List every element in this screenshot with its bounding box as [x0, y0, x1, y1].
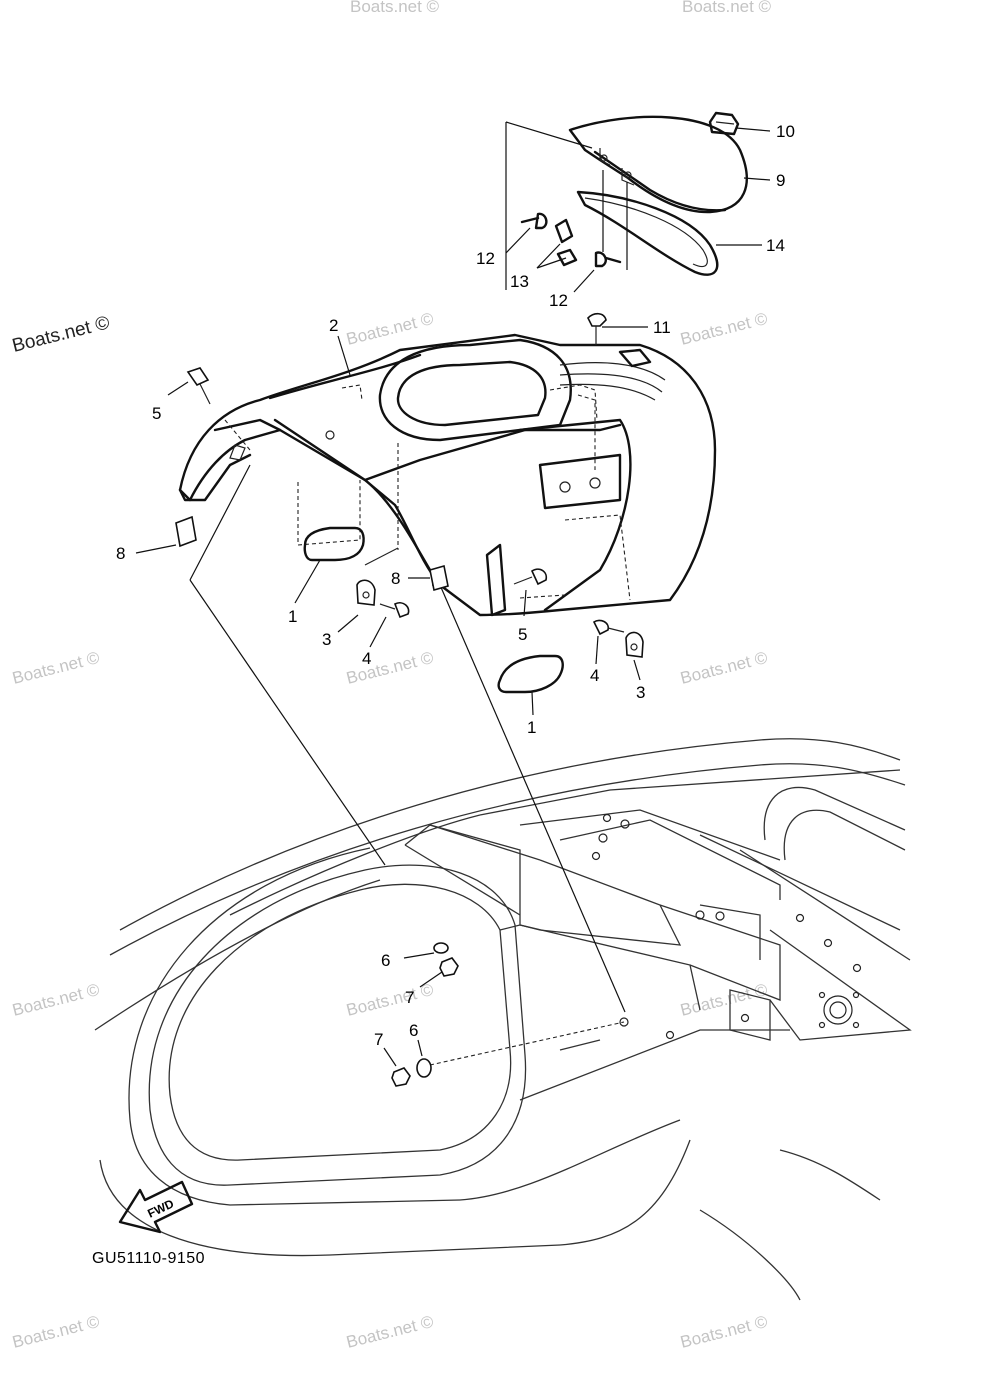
callout-1: 1: [527, 718, 536, 737]
watermark: Boats.net ©: [678, 980, 769, 1020]
callout-11: 11: [653, 318, 671, 337]
diagram-code: GU51110-9150: [92, 1250, 205, 1267]
callout-13: 13: [510, 272, 529, 291]
watermarks: Boats.net © Boats.net © Boats.net © Boat…: [10, 0, 771, 1352]
callout-4: 4: [590, 666, 599, 685]
watermark: Boats.net ©: [678, 648, 769, 688]
lid-latch-cap: [708, 111, 740, 136]
watermark: Boats.net ©: [10, 1312, 101, 1352]
watermark: Boats.net ©: [678, 309, 769, 349]
callout-3: 3: [322, 630, 331, 649]
lid-seal: [576, 190, 719, 276]
callout-6: 6: [381, 951, 390, 970]
callout-leaders: [135, 127, 771, 1067]
callout-8: 8: [391, 569, 400, 588]
watermark: Boats.net ©: [678, 1312, 769, 1352]
fwd-label: FWD: [145, 1196, 176, 1220]
watermark: Boats.net ©: [344, 648, 435, 688]
decal-right: [497, 654, 564, 694]
callout-14: 14: [766, 236, 785, 255]
callout-3: 3: [636, 683, 645, 702]
callout-7: 7: [405, 988, 414, 1007]
callout-12: 12: [476, 249, 495, 268]
assembly-guide-lines: [189, 464, 626, 1066]
watermark-dark: Boats.net ©: [10, 312, 112, 356]
main-cover: [178, 333, 717, 617]
callout-2: 2: [329, 316, 338, 335]
callout-1: 1: [288, 607, 297, 626]
callout-6: 6: [409, 1021, 418, 1040]
hull-deck-outline: [94, 738, 912, 1301]
callout-10: 10: [776, 122, 795, 141]
cover-storage-opening: [378, 338, 572, 442]
callout-12: 12: [549, 291, 568, 310]
callout-4: 4: [362, 649, 371, 668]
watermark: Boats.net ©: [10, 980, 101, 1020]
watermark: Boats.net ©: [10, 648, 101, 688]
callout-7: 7: [374, 1030, 383, 1049]
cover-outline: [178, 333, 717, 617]
storage-lid: [568, 115, 748, 214]
hardware: [175, 312, 644, 1087]
callout-labels: 10 9 14 12 13 12 11 2 5 8 1 3 4 8 5 4 3 …: [116, 122, 795, 1049]
watermark: Boats.net ©: [344, 1312, 435, 1352]
callout-8: 8: [116, 544, 125, 563]
callout-5: 5: [518, 625, 527, 644]
watermark: Boats.net ©: [350, 0, 440, 16]
storage-lid-assembly: [505, 111, 748, 290]
callout-9: 9: [776, 171, 785, 190]
callout-5: 5: [152, 404, 161, 423]
decal-left: [303, 526, 365, 562]
forward-arrow: FWD: [118, 1180, 194, 1234]
watermark: Boats.net ©: [344, 309, 435, 349]
watermark: Boats.net ©: [682, 0, 772, 16]
decals: [303, 526, 564, 694]
